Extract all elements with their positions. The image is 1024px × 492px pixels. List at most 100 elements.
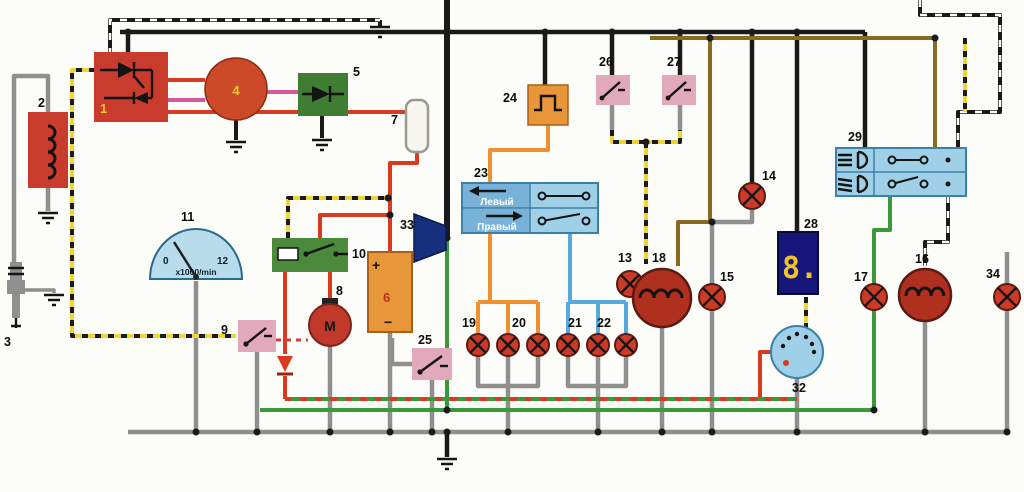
arrow-right-icon [513,211,523,221]
ignition-coil-body [28,112,68,188]
flasher-body [527,84,569,126]
wire-wdash3 [923,196,950,266]
coil-device-18 [631,267,693,329]
component-number-6: 6 [383,290,390,305]
battery-minus: − [384,314,392,330]
battery-body [367,251,413,333]
ignition-switch: 10 [272,238,366,272]
label-21: 21 [568,316,582,330]
low-beam-icon [837,174,869,194]
horn-16: 16 [897,252,953,323]
ignition-lock: 32 [770,325,824,395]
starter-motor: M 8 [308,284,352,347]
junction-dots [124,28,1011,436]
tach-max: 12 [217,256,229,267]
tachometer-dial [148,228,244,280]
wires [11,0,1010,457]
handlebar-switch-27: 27 [662,55,696,105]
lamp-34: 34 [986,267,1021,311]
wire-y1 [70,68,236,338]
lamp [496,333,520,357]
horn-speaker: 33 [400,212,447,264]
device18-body [631,267,693,329]
label-7: 7 [391,113,398,127]
wire-coil-to-plug [11,73,51,264]
gear-indicator-display: 8. 28 [777,217,819,295]
ignition-unit-body [94,52,168,122]
flasher-relay: 24 [503,84,569,126]
label-28: 28 [804,217,818,231]
label-3: 3 [4,335,11,349]
component-number-1: 1 [100,101,107,116]
ignition-coil: 2 [28,96,68,188]
wire-brown-to-18 [676,38,712,266]
wire-25-left [389,338,412,367]
wire-wdash1-base [108,18,380,55]
lamp-17: 17 [854,270,888,311]
turn-right-label: Правый [477,222,517,233]
label-5: 5 [353,65,360,79]
label-34: 34 [986,267,1000,281]
display-body [777,231,819,295]
wire-battery-to-switch10 [318,213,390,238]
component-number-4: 4 [232,83,240,98]
spark-plug: 3 [4,262,25,349]
wire-y6-base [286,196,388,238]
label-8: 8 [336,284,343,298]
ground-icon [38,211,58,225]
motor-body [308,303,352,347]
label-13: 13 [618,251,632,265]
ground-icon [312,138,332,152]
wire-plug-ground [20,288,56,293]
generator: 4 [204,57,268,121]
rectifier: 5 [298,65,360,116]
lamp-14: 14 [738,169,776,210]
arrow-left-icon [469,186,479,196]
turn-left-label: Левый [480,197,513,208]
label-15: 15 [720,270,734,284]
motor-letter: M [324,318,336,334]
tach-min: 0 [163,256,169,267]
tachometer: 0 12 x1000/min 11 [148,210,244,280]
battery: + 6 − [367,251,413,333]
label-9: 9 [221,323,228,337]
wire-flasher-to-switch [488,125,550,183]
battery-plus: + [372,257,380,273]
label-20: 20 [512,316,526,330]
label-24: 24 [503,91,517,105]
label-33: 33 [400,218,414,232]
ground-icon [226,140,246,154]
diode [277,356,293,376]
label-2: 2 [38,96,45,110]
lamp-15: 15 [698,270,734,311]
label-32: 32 [792,381,806,395]
headlight-switch: 29 [835,130,967,197]
high-beam-icon [838,150,869,170]
ignition-control-unit: 1 [94,52,168,122]
label-22: 22 [597,316,611,330]
label-11: 11 [181,210,194,224]
label-27: 27 [667,55,681,69]
label-16: 16 [915,252,929,266]
wire-wdash2-base [918,0,1002,148]
turn-signal-switch: Левый Правый 23 [461,166,599,234]
label-19: 19 [462,316,476,330]
generator-body [204,57,268,121]
lamp [526,333,550,357]
wire-29-to-17 [872,196,892,285]
wire-wdash1 [108,18,380,55]
ground-symbols [38,25,457,471]
fuse-body [404,98,430,154]
ground-icon [437,457,457,471]
brake-light-switch: 25 [412,333,452,380]
wire-y6 [286,196,388,238]
label-29: 29 [848,130,862,144]
switch-9: 9 [221,320,276,352]
label-14: 14 [762,169,776,183]
ground-icon [44,293,64,307]
display-value: 8. [782,251,818,286]
label-26: 26 [599,55,613,69]
wire-wdash2 [918,0,1002,148]
